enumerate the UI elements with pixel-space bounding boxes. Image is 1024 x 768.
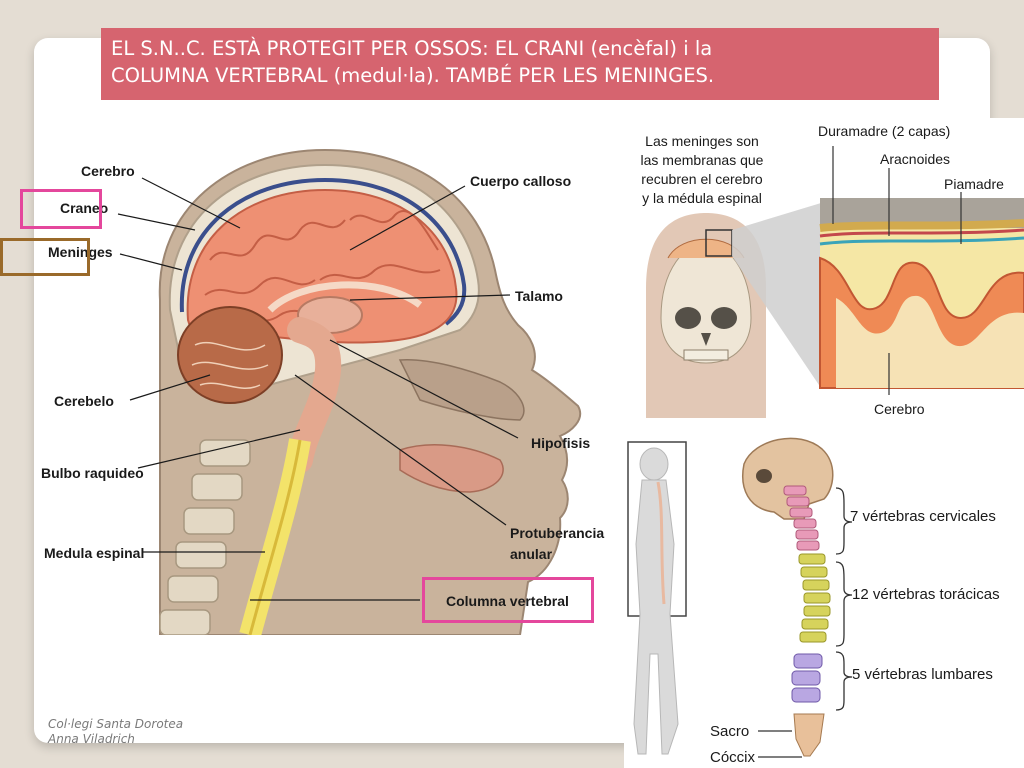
label-duramadre: Duramadre (2 capas) [818, 123, 951, 139]
meninges-highlight-box [0, 238, 90, 276]
spine-diagram [624, 424, 1024, 768]
footer-school: Col·legi Santa Dorotea [48, 717, 184, 731]
label-lumbares: 5 vértebras lumbares [852, 666, 993, 683]
label-coccix: Cóccix [710, 749, 756, 766]
slide-title: EL S.N..C. ESTÀ PROTEGIT PER OSSOS: EL C… [101, 28, 939, 100]
label-meninges: Meninges [48, 244, 113, 260]
caption-line-3: recubren el cerebro [641, 171, 763, 187]
caption-line-2: las membranas que [640, 152, 764, 168]
head-sagittal-illustration [117, 148, 581, 635]
label-cerebro: Cerebro [81, 163, 135, 179]
footer-credit: Col·legi Santa Dorotea Anna Viladrich [48, 717, 183, 747]
craneo-highlight-box [20, 189, 102, 229]
label-protuberancia-1: Protuberancia [510, 525, 605, 541]
label-aracnoides: Aracnoides [880, 151, 951, 167]
caption-line-4: y la médula espinal [642, 190, 762, 206]
label-piamadre: Piamadre [944, 176, 1004, 192]
label-cerebro-meninges: Cerebro [874, 401, 925, 417]
title-line-1: EL S.N..C. ESTÀ PROTEGIT PER OSSOS: EL C… [111, 37, 713, 60]
label-sacro: Sacro [710, 723, 750, 740]
head-sagittal-diagram [100, 120, 610, 635]
label-craneo: Craneo [60, 200, 109, 216]
label-cerebelo: Cerebelo [54, 393, 114, 409]
label-columna-vertebral: Columna vertebral [446, 593, 569, 609]
columna-highlight-box [422, 577, 594, 623]
label-cervicales: 7 vértebras cervicales [850, 508, 996, 525]
spine-illustration [627, 437, 853, 758]
label-hipofisis: Hipofisis [531, 435, 591, 451]
meninges-caption: Las meninges son las membranas que recub… [630, 132, 774, 208]
title-line-2: COLUMNA VERTEBRAL (medul·la). TAMBÉ PER … [111, 64, 715, 87]
footer-author: Anna Viladrich [48, 732, 135, 746]
label-bulbo-raquideo: Bulbo raquideo [41, 465, 144, 481]
caption-line-1: Las meninges son [645, 133, 759, 149]
label-toracicas: 12 vértebras torácicas [852, 586, 1000, 603]
meninges-diagram [606, 118, 1024, 424]
label-protuberancia-2: anular [510, 546, 553, 562]
label-cuerpo-calloso: Cuerpo calloso [470, 173, 572, 189]
label-talamo: Talamo [515, 288, 563, 304]
label-medula-espinal: Medula espinal [44, 545, 145, 561]
meninges-illustration [646, 146, 1024, 418]
